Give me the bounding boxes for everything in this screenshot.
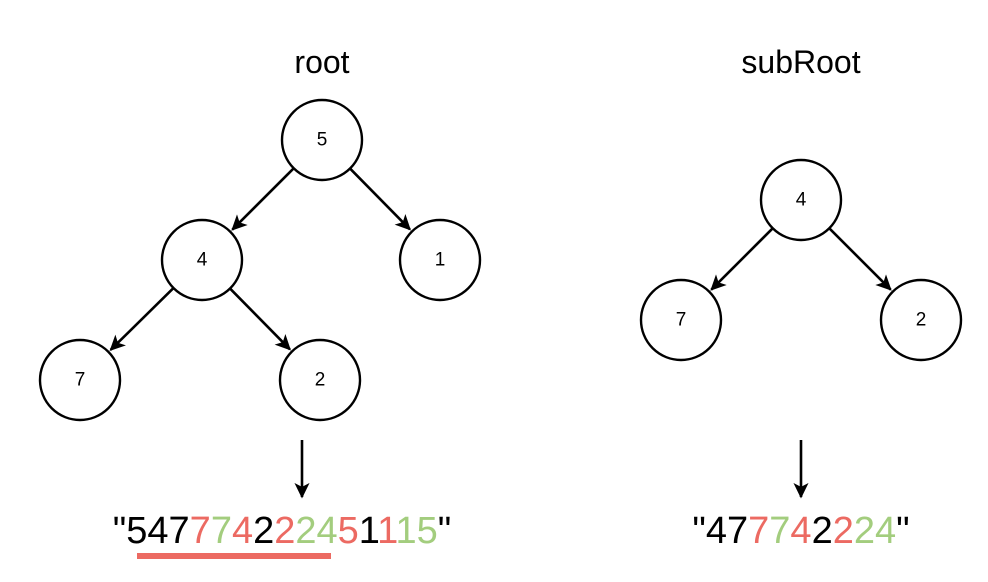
tree-node-root-7[interactable] — [38, 338, 122, 422]
string-char-root-15: 5 — [416, 510, 438, 552]
flow-arrows-layer — [294, 440, 809, 499]
tree-edge-r4-to-r7 — [109, 286, 176, 351]
string-char-root-7: 2 — [253, 510, 275, 552]
tree-node-subRoot-2[interactable] — [879, 278, 963, 362]
string-char-subroot-8: 2 — [853, 510, 875, 552]
string-char-subroot-4: 7 — [769, 510, 791, 552]
tree-edge-r4-to-r2 — [228, 286, 291, 351]
string-char-root-0: " — [112, 510, 127, 552]
string-char-root-3: 7 — [168, 510, 190, 552]
string-char-root-12: 1 — [358, 510, 378, 552]
string-char-root-5: 7 — [210, 510, 232, 552]
tree-title-subroot: subRoot — [741, 44, 861, 80]
tree-node-root-5[interactable] — [280, 98, 364, 182]
match-underline-highlight — [137, 553, 331, 559]
tree-edge-r5-to-r4 — [231, 166, 296, 231]
string-char-root-13: 1 — [377, 510, 396, 552]
string-char-subroot-7: 2 — [832, 510, 854, 552]
serialized-string-subroot: "477742224" — [692, 512, 909, 550]
string-char-root-4: 7 — [189, 510, 211, 552]
string-char-subroot-2: 7 — [727, 510, 749, 552]
tree-nodes-layer — [38, 98, 963, 422]
string-char-subroot-0: " — [692, 510, 706, 552]
tree-edges-layer — [109, 166, 892, 351]
string-char-root-2: 4 — [147, 510, 169, 552]
tree-edge-s4-to-s2 — [827, 226, 892, 291]
tree-node-root-4[interactable] — [160, 218, 244, 302]
string-char-root-10: 4 — [316, 510, 338, 552]
string-char-root-11: 5 — [337, 510, 359, 552]
tree-node-subRoot-7[interactable] — [639, 278, 723, 362]
tree-edge-s4-to-s7 — [710, 226, 775, 291]
tree-node-root-2[interactable] — [278, 338, 362, 422]
string-char-subroot-6: 2 — [811, 510, 833, 552]
string-char-subroot-1: 4 — [705, 510, 728, 552]
string-char-subroot-9: 4 — [874, 510, 897, 552]
tree-edge-r5-to-r1 — [348, 166, 411, 231]
serialized-string-root: "547774222451115" — [113, 512, 451, 550]
string-char-subroot-5: 4 — [790, 510, 812, 552]
string-char-root-6: 4 — [231, 510, 254, 552]
string-char-root-1: 5 — [126, 510, 148, 552]
tree-node-root-1[interactable] — [398, 218, 482, 302]
string-char-root-9: 2 — [295, 510, 317, 552]
tree-node-subRoot-4[interactable] — [759, 158, 843, 242]
string-char-root-8: 2 — [274, 510, 296, 552]
string-char-subroot-10: " — [896, 510, 910, 552]
string-char-subroot-3: 7 — [748, 510, 770, 552]
string-char-root-16: " — [437, 510, 452, 552]
tree-title-root: root — [294, 44, 350, 80]
string-char-root-14: 1 — [395, 510, 417, 552]
